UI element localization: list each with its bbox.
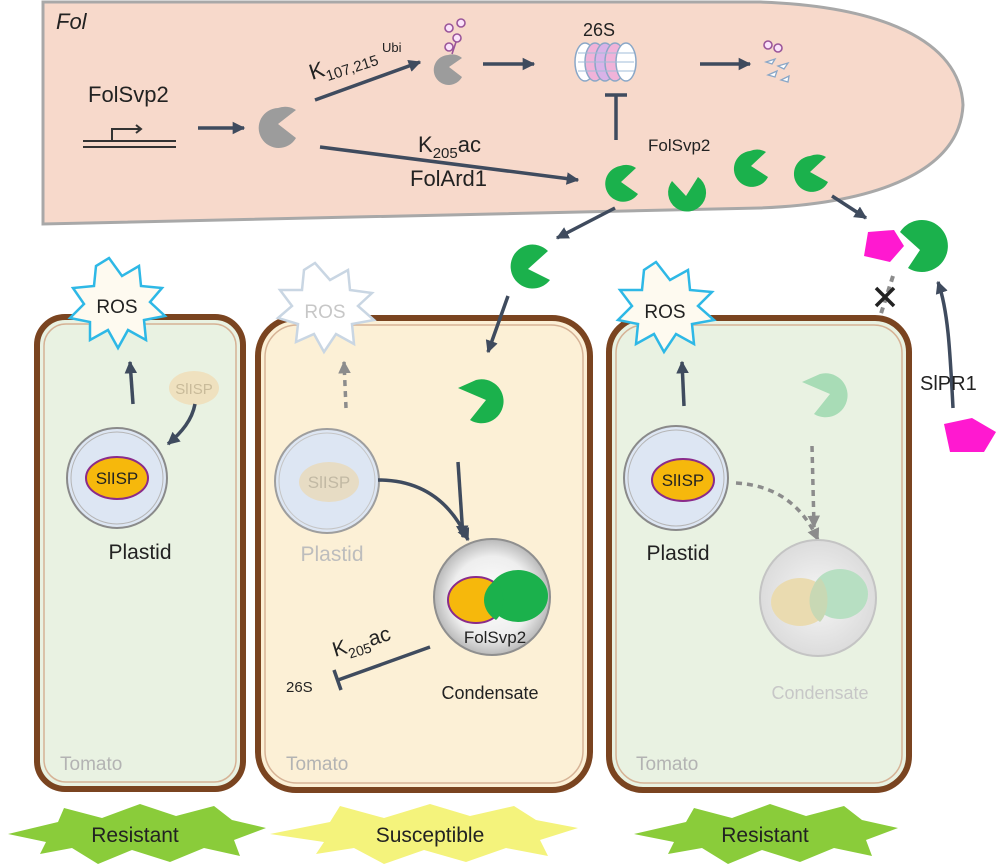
proteasome-26s-icon <box>574 42 637 82</box>
condensate-label-faded: Condensate <box>771 683 868 703</box>
gene-label: FolSvp2 <box>88 82 169 107</box>
gene-promoter-icon <box>83 124 176 148</box>
slisp-in-plastid-faded <box>299 462 359 502</box>
condensate-contents <box>447 570 548 624</box>
ubiquitinated-effector-icon <box>433 18 466 85</box>
arrow-effector-to-condensate-faded <box>807 445 821 529</box>
proteasome-inhibition-in-host <box>332 645 431 691</box>
arrow-pr1-binding <box>935 280 955 409</box>
arrow-slisp-import <box>166 403 197 446</box>
outcome-badge-2: Susceptible <box>270 804 578 864</box>
susceptible-star-shape <box>270 804 578 864</box>
ros-label-faded: ROS <box>304 302 345 323</box>
internalized-effector-icon-faded <box>802 373 848 418</box>
plastid-inner-membrane <box>278 432 376 530</box>
internalized-effector-icon <box>458 379 504 424</box>
plastid-inner-membrane <box>70 431 164 525</box>
secreted-effector-icon <box>510 244 550 289</box>
slisp-in-plastid <box>651 458 715 502</box>
arrow-slisp-to-condensate <box>377 478 470 542</box>
resistant-star-shape <box>634 804 898 864</box>
outcome-label: Susceptible <box>376 824 485 847</box>
ros-burst-icon <box>615 260 717 355</box>
slisp-label: SlISP <box>96 469 139 488</box>
ros-burst-icon <box>67 256 168 351</box>
cell-membrane <box>615 324 903 784</box>
host-label: Tomato <box>286 754 348 775</box>
block-cross-icon <box>874 286 896 308</box>
plastid-label: Plastid <box>108 541 171 564</box>
slisp-label: SlISP <box>662 471 705 490</box>
proteasome-label: 26S <box>583 20 615 40</box>
nascent-effector-icon <box>258 106 296 148</box>
cell-membrane <box>264 324 584 784</box>
free-slisp-label: SlISP <box>175 381 213 398</box>
acetylase-label: FolArd1 <box>410 166 487 191</box>
condensate-contents-faded <box>771 569 868 626</box>
arrow-plastid-to-ros <box>124 360 138 405</box>
slisp-in-plastid <box>85 456 149 500</box>
receptor-complex <box>864 220 948 273</box>
arrow-slisp-to-condensate-faded <box>735 481 820 542</box>
plastid-label: Plastid <box>646 542 709 565</box>
receptor-label: SlPR1 <box>920 373 977 395</box>
arrow-to-acetylation <box>319 145 580 185</box>
outcome-badge-3: Resistant <box>634 804 898 864</box>
effector-label: FolSvp2 <box>648 136 710 155</box>
ros-label: ROS <box>96 297 137 318</box>
ros-burst-icon-faded <box>275 261 377 355</box>
ros-label: ROS <box>644 302 685 323</box>
arrow-secretion-to-host <box>555 206 616 240</box>
host-label: Tomato <box>636 754 698 775</box>
fungus-name: Fol <box>56 9 88 34</box>
free-slisp-faded <box>169 371 219 405</box>
acetyl-site-label: K205ac <box>418 132 481 162</box>
inhibition-site-label: K205ac <box>330 622 395 665</box>
arrow-to-ubiquitination <box>314 59 422 102</box>
host-cell-1: ROS SlISP SlISP Plastid Tomato <box>34 256 246 792</box>
degraded-peptides-icon <box>763 40 790 83</box>
proteasome-inhibition-icon <box>605 93 627 140</box>
arrow-receptor-block <box>867 275 895 350</box>
fungal-hypha: Fol FolSvp2 K107,215 Ubi 26S <box>41 0 965 226</box>
plastid-inner-membrane <box>627 429 725 527</box>
outcome-label: Resistant <box>721 824 809 847</box>
host-cell-2: ROS SlISP Plastid FolSvp2 Condensate K20… <box>255 261 593 793</box>
inhibition-target-label: 26S <box>286 679 313 696</box>
acetylated-effector-icons <box>605 149 828 212</box>
host-label: Tomato <box>60 754 122 775</box>
outcome-badge-1: Resistant <box>8 804 266 864</box>
arrow-plastid-to-ros-faded <box>338 360 351 409</box>
condensate-effector-label: FolSvp2 <box>464 628 526 647</box>
slisp-label-faded: SlISP <box>308 473 351 492</box>
host-cell-3: ROS SlISP Plastid Condensate Tomato <box>606 260 912 793</box>
arrow-plastid-to-ros <box>676 360 689 407</box>
outcome-label: Resistant <box>91 824 179 847</box>
receptor-ligand-icon <box>944 418 996 452</box>
arrow-effector-to-condensate <box>455 461 469 539</box>
plastid-label-faded: Plastid <box>300 543 363 566</box>
arrow-effector-entry <box>485 295 510 354</box>
resistant-star-shape <box>8 804 266 864</box>
condensate-label: Condensate <box>441 683 538 703</box>
ubi-label: Ubi <box>382 40 402 55</box>
arrow-secretion-to-receptor <box>831 194 868 220</box>
hypha-body <box>41 0 965 226</box>
